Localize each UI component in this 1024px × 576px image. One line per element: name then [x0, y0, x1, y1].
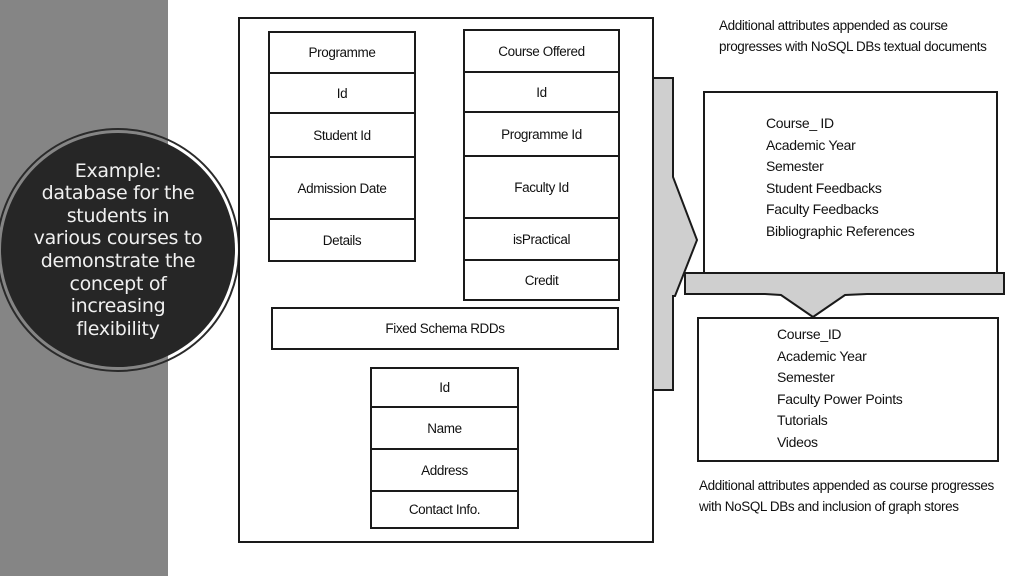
field-item: Tutorials [777, 412, 828, 428]
course-offered-table: Course Offered Id Programme Id Faculty I… [463, 29, 620, 301]
table-cell: Student Id [270, 114, 414, 158]
table-cell: Programme Id [465, 113, 618, 157]
nosql-document-box [703, 91, 998, 274]
field-item: Faculty Feedbacks [766, 201, 879, 217]
field-item: Course_ID [777, 326, 842, 342]
table-cell: Id [270, 74, 414, 114]
table-cell: Course Offered [465, 31, 618, 73]
nosql-document-fields: Course_ ID Academic Year Semester Studen… [766, 113, 915, 242]
right-arrow-icon [652, 77, 699, 391]
table-cell: Name [372, 408, 517, 450]
student-table: Id Name Address Contact Info. [370, 367, 519, 529]
field-item: Videos [777, 433, 818, 450]
fixed-schema-label-box: Fixed Schema RDDs [271, 307, 619, 350]
field-item: Student Feedbacks [766, 179, 882, 196]
graph-document-box [697, 317, 999, 462]
field-item: Course_ ID [766, 115, 834, 131]
down-arrow-icon [684, 272, 1005, 319]
callout-circle: Example: database for the students in va… [1, 133, 235, 367]
field-item: Bibliographic References [766, 222, 915, 239]
programme-table: Programme Id Student Id Admission Date D… [268, 31, 416, 262]
graph-document-fields: Course_ID Academic Year Semester Faculty… [777, 324, 903, 453]
table-cell: Admission Date [270, 158, 414, 220]
field-item: Semester [766, 158, 824, 174]
table-cell: Address [372, 450, 517, 492]
table-cell: isPractical [465, 219, 618, 261]
table-cell: Id [372, 369, 517, 408]
callout-text: Example: database for the students in va… [33, 159, 203, 340]
field-item: Academic Year [766, 136, 856, 153]
graph-document-caption: Additional attributes appended as course… [699, 478, 994, 514]
field-item: Academic Year [777, 347, 867, 364]
table-cell: Details [322, 232, 362, 248]
fixed-schema-label: Fixed Schema RDDs [385, 321, 505, 336]
table-cell: Faculty Id [465, 157, 618, 219]
table-cell: Contact Info. [408, 502, 481, 517]
field-item: Semester [777, 369, 835, 385]
nosql-document-caption: Additional attributes appended as course… [719, 18, 987, 54]
table-cell: Id [465, 73, 618, 113]
table-cell: Credit [524, 272, 559, 288]
field-item: Faculty Power Points [777, 390, 903, 407]
table-cell: Programme [270, 33, 414, 74]
